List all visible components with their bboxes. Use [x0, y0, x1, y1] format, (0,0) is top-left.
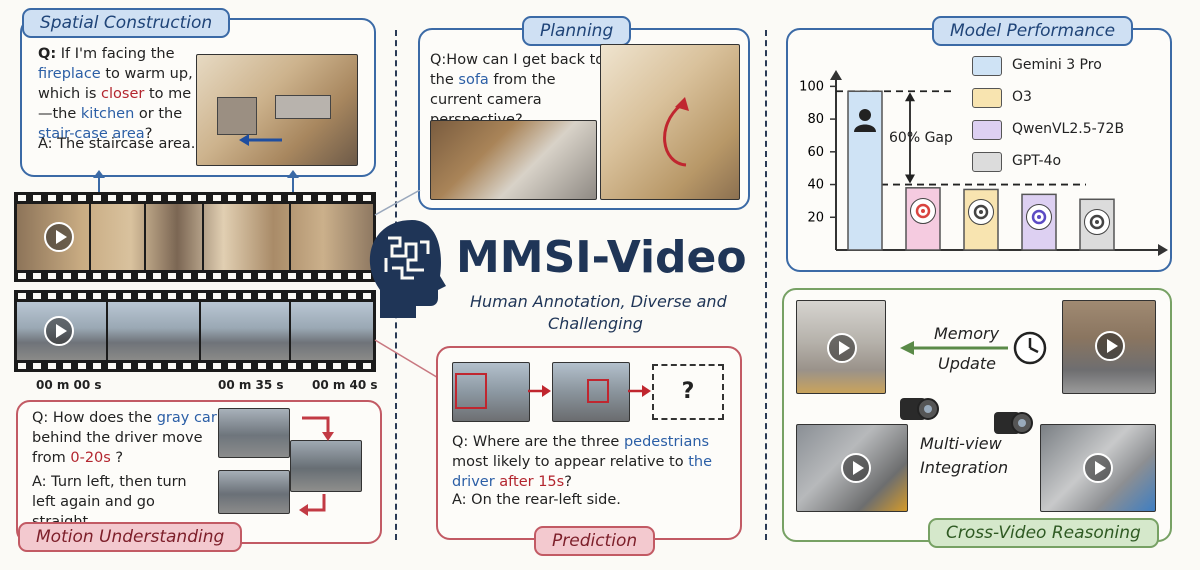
- cross-video-frame-2: [1062, 300, 1156, 394]
- gap-label: 60% Gap: [889, 130, 953, 146]
- o3-icon: [968, 199, 994, 226]
- gap-arrowhead: [905, 174, 915, 184]
- kitchen-image: [430, 120, 597, 200]
- legend-label: QwenVL2.5-72B: [1012, 121, 1125, 137]
- car-frame-2: [290, 440, 362, 492]
- timestamp-mid: 00 m 35 s: [218, 378, 284, 392]
- prediction-frame-2: [552, 362, 630, 422]
- play-icon[interactable]: [841, 453, 871, 483]
- play-icon[interactable]: [827, 333, 857, 363]
- camera-lens-icon: [994, 412, 1033, 434]
- y-tick-label: 100: [799, 79, 824, 94]
- cross-video-label: Cross-Video Reasoning: [928, 518, 1159, 548]
- spatial-answer: A: The staircase area.: [38, 136, 196, 152]
- play-icon[interactable]: [1095, 331, 1125, 361]
- timestamp-start: 00 m 00 s: [36, 378, 102, 392]
- cross-video-frame-1: [796, 300, 886, 394]
- up-arrow-icon: [93, 170, 105, 194]
- cross-video-frame-4: [1040, 424, 1156, 512]
- play-icon[interactable]: [44, 316, 74, 346]
- motion-arrow-icon: [299, 494, 326, 516]
- multiview-label-1: Multi-view: [920, 434, 1002, 453]
- main-title: MMSI-Video: [456, 232, 747, 283]
- separator-right: [765, 30, 767, 540]
- gemini-icon: [910, 197, 936, 224]
- spatial-question: Q: If I'm facing the fireplace to warm u…: [38, 46, 193, 142]
- motion-question: Q: How does the gray car behind the driv…: [32, 410, 217, 466]
- qwen-icon: [1026, 204, 1052, 231]
- room-3d-planning-image: [600, 44, 740, 200]
- up-arrow-icon: [287, 170, 299, 194]
- y-tick-label: 60: [807, 145, 824, 160]
- legend-swatch: [972, 56, 1002, 76]
- prediction-label: Prediction: [534, 526, 656, 556]
- right-arrow-icon: [528, 385, 551, 397]
- gpt-icon: [1084, 209, 1110, 236]
- legend-swatch: [972, 152, 1002, 172]
- memory-label-2: Update: [938, 354, 996, 373]
- camera-lens-icon: [900, 398, 939, 420]
- model-performance-label: Model Performance: [932, 16, 1134, 46]
- cross-video-frame-3: [796, 424, 908, 512]
- play-icon[interactable]: [1083, 453, 1113, 483]
- person-icon: [852, 107, 878, 133]
- prediction-question: Q: Where are the three pedestrians most …: [452, 434, 713, 490]
- memory-label-1: Memory: [934, 324, 1000, 343]
- planning-label: Planning: [522, 16, 632, 46]
- y-tick-label: 80: [807, 112, 824, 127]
- indoor-video-filmstrip: [14, 192, 376, 282]
- multiview-label-2: Integration: [920, 458, 1009, 477]
- subtitle-line-1: Human Annotation, Diverse and: [470, 292, 727, 311]
- street-video-filmstrip: [14, 290, 376, 372]
- y-tick-label: 20: [807, 210, 824, 225]
- gap-arrowhead: [905, 92, 915, 102]
- clock-icon: [1013, 331, 1047, 365]
- legend-label: O3: [1012, 89, 1032, 105]
- motion-arrow-icon: [302, 416, 334, 441]
- play-icon[interactable]: [44, 222, 74, 252]
- y-tick-label: 40: [807, 178, 824, 193]
- prediction-answer: A: On the rear-left side.: [452, 492, 621, 508]
- car-frame-1: [218, 408, 290, 458]
- legend-label: Gemini 3 Pro: [1012, 57, 1102, 73]
- car-frame-3: [218, 470, 290, 514]
- brain-head-icon: [369, 220, 446, 318]
- room-3d-image: [196, 54, 358, 166]
- subtitle-line-2: Challenging: [548, 314, 643, 333]
- legend-label: GPT-4o: [1012, 153, 1062, 169]
- motion-understanding-label: Motion Understanding: [18, 522, 243, 552]
- timestamp-end: 00 m 40 s: [312, 378, 378, 392]
- left-arrow-icon: [900, 341, 1008, 355]
- prediction-frame-1: [452, 362, 530, 422]
- right-arrow-icon: [628, 385, 651, 397]
- spatial-construction-label: Spatial Construction: [22, 8, 231, 38]
- legend-swatch: [972, 120, 1002, 140]
- unknown-frame: ?: [652, 364, 724, 420]
- planning-question: Q:How can I get back to the sofa from th…: [430, 52, 605, 128]
- legend-swatch: [972, 88, 1002, 108]
